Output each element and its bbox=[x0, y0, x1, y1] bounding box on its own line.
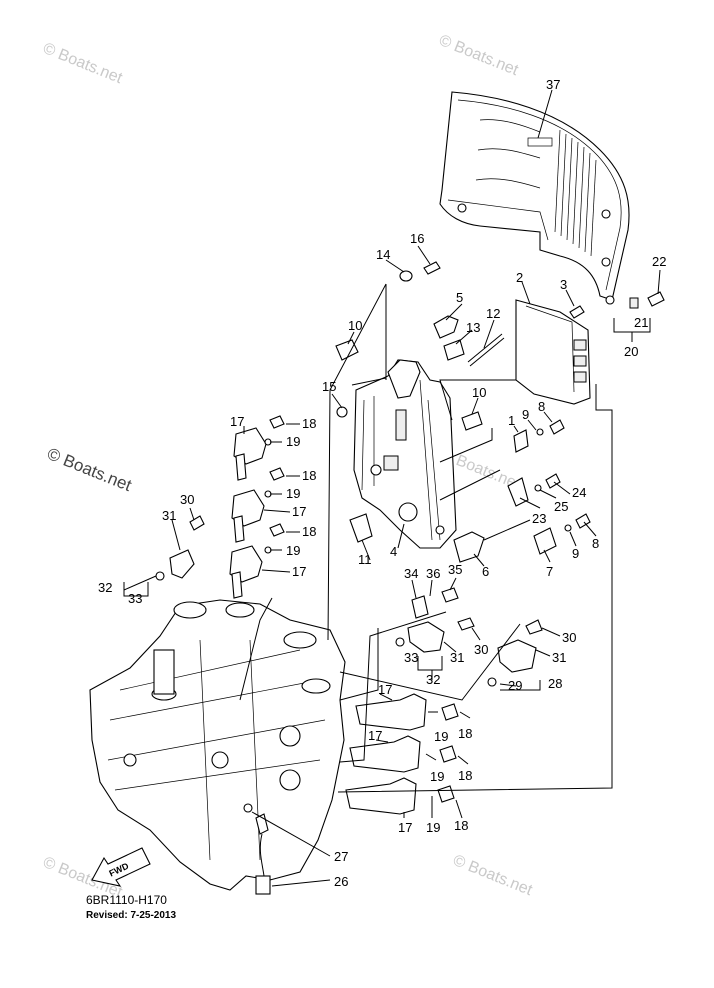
callout-17-b: 17 bbox=[292, 504, 306, 519]
callout-33-left: 33 bbox=[128, 591, 142, 606]
callout-19-f: 19 bbox=[426, 820, 440, 835]
callout-32-left: 32 bbox=[98, 580, 112, 595]
callout-5: 5 bbox=[456, 290, 463, 305]
callout-30-mid: 30 bbox=[474, 642, 488, 657]
callout-10-mid: 10 bbox=[472, 385, 486, 400]
callout-29: 29 bbox=[508, 678, 522, 693]
assembly-outline bbox=[239, 283, 613, 793]
callout-32-mid: 32 bbox=[426, 672, 440, 687]
ignition-coils-right-drawing bbox=[345, 693, 459, 815]
callout-24: 24 bbox=[572, 485, 586, 500]
callout-31-right: 31 bbox=[552, 650, 566, 665]
callout-18-a: 18 bbox=[302, 416, 316, 431]
callout-19-c: 19 bbox=[286, 543, 300, 558]
callout-20: 20 bbox=[624, 344, 638, 359]
callout-4: 4 bbox=[390, 544, 397, 559]
callout-1: 1 bbox=[508, 413, 515, 428]
callout-30-right: 30 bbox=[562, 630, 576, 645]
sensors-drawing bbox=[155, 549, 537, 687]
leader-lines bbox=[123, 89, 661, 887]
callout-17-e: 17 bbox=[368, 728, 382, 743]
callout-21: 21 bbox=[634, 315, 648, 330]
callout-17-a: 17 bbox=[230, 414, 244, 429]
diagram-code: 6BR1110-H170 bbox=[86, 893, 167, 907]
callout-9-top: 9 bbox=[522, 407, 529, 422]
callout-9-bottom: 9 bbox=[572, 546, 579, 561]
callout-17-d: 17 bbox=[378, 682, 392, 697]
callout-8-bottom: 8 bbox=[592, 536, 599, 551]
ecu-2-drawing bbox=[515, 299, 591, 405]
watermark-top-center: © Boats.net bbox=[437, 32, 522, 79]
callout-36: 36 bbox=[426, 566, 440, 581]
callout-11: 11 bbox=[358, 552, 372, 567]
watermark-top-left: © Boats.net bbox=[41, 40, 126, 87]
bracket-4-drawing bbox=[351, 359, 457, 549]
callout-19-d: 19 bbox=[434, 729, 448, 744]
callout-13: 13 bbox=[466, 320, 480, 335]
callout-17-f: 17 bbox=[398, 820, 412, 835]
fwd-arrow: FWD bbox=[91, 847, 151, 887]
callout-18-b: 18 bbox=[302, 468, 316, 483]
callout-18-f: 18 bbox=[454, 818, 468, 833]
ignition-coils-left-drawing bbox=[229, 415, 285, 599]
callouts: 37 16 14 2 3 22 5 12 13 10 21 20 15 10 8… bbox=[98, 77, 666, 889]
callout-14: 14 bbox=[376, 247, 390, 262]
callout-22: 22 bbox=[652, 254, 666, 269]
watermark-bottom-right: © Boats.net bbox=[451, 852, 536, 899]
callout-8-top: 8 bbox=[538, 399, 545, 414]
callout-3: 3 bbox=[560, 277, 567, 292]
callout-25: 25 bbox=[554, 499, 568, 514]
callout-15: 15 bbox=[322, 379, 336, 394]
callout-6: 6 bbox=[482, 564, 489, 579]
callout-33-mid: 33 bbox=[404, 650, 418, 665]
cover-37-drawing bbox=[439, 91, 630, 305]
callout-23: 23 bbox=[532, 511, 546, 526]
callout-18-e: 18 bbox=[458, 768, 472, 783]
watermark-middle-left: © Boats.net bbox=[45, 444, 135, 495]
callout-19-a: 19 bbox=[286, 434, 300, 449]
callout-12: 12 bbox=[486, 306, 500, 321]
callout-34: 34 bbox=[404, 566, 418, 581]
callout-26: 26 bbox=[334, 874, 348, 889]
callout-31-mid: 31 bbox=[450, 650, 464, 665]
callout-7: 7 bbox=[546, 564, 553, 579]
callout-18-d: 18 bbox=[458, 726, 472, 741]
callout-35: 35 bbox=[448, 562, 462, 577]
callout-19-e: 19 bbox=[430, 769, 444, 784]
revised-date: Revised: 7-25-2013 bbox=[86, 910, 176, 921]
callout-19-b: 19 bbox=[286, 486, 300, 501]
callout-10-top: 10 bbox=[348, 318, 362, 333]
callout-27: 27 bbox=[334, 849, 348, 864]
callout-2: 2 bbox=[516, 270, 523, 285]
callout-31-left: 31 bbox=[162, 508, 176, 523]
engine-block-drawing bbox=[89, 599, 346, 891]
callout-37: 37 bbox=[546, 77, 560, 92]
callout-18-c: 18 bbox=[302, 524, 316, 539]
callout-16: 16 bbox=[410, 231, 424, 246]
callout-30-left: 30 bbox=[180, 492, 194, 507]
callout-28: 28 bbox=[548, 676, 562, 691]
callout-17-c: 17 bbox=[292, 564, 306, 579]
